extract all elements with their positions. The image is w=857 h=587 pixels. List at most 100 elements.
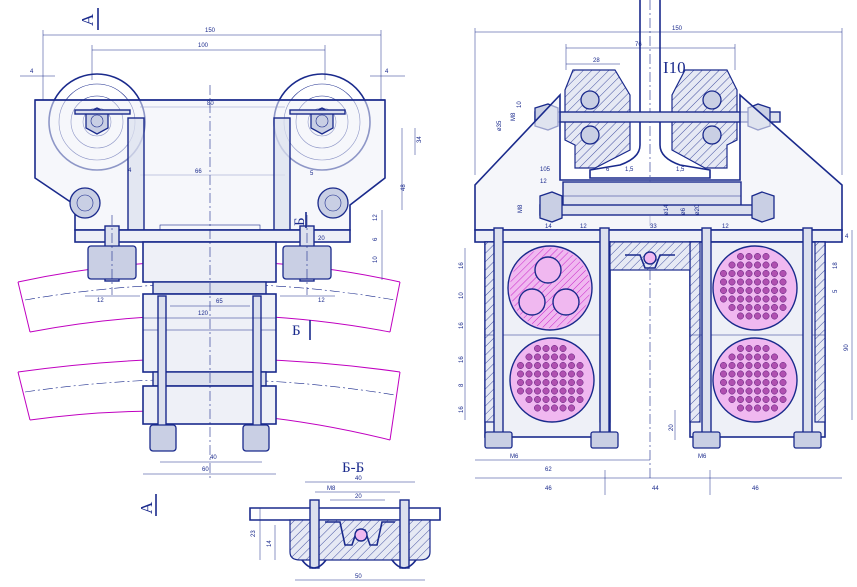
conductor-core <box>762 404 770 412</box>
conductor-core <box>534 387 541 395</box>
conductor-core <box>779 278 787 286</box>
conductor-core <box>551 404 558 412</box>
side-dimension-values: 150 76 28 10 М8 ø35 105 6 1,5 1,5 12 М8 … <box>459 26 850 492</box>
dim-side-15a: 1,5 <box>625 167 634 173</box>
dim-side-d14: ø14 <box>664 204 670 215</box>
conductor-core <box>737 253 744 260</box>
conductor-core <box>559 370 567 378</box>
conductor-core <box>728 396 736 403</box>
dim-side-44: 44 <box>652 486 659 492</box>
conductor-core <box>754 261 761 269</box>
conductor-core <box>525 379 533 386</box>
lower-side-bolts <box>69 187 349 219</box>
view-a-label-bottom: А <box>137 501 156 514</box>
conductor-core <box>771 353 778 361</box>
dim-side-r18: 18 <box>833 262 839 269</box>
dim-section-14: 14 <box>267 540 273 547</box>
conductor-core <box>720 295 727 303</box>
conductor-core <box>762 253 770 260</box>
conductor-core <box>542 379 550 386</box>
conductor-core <box>542 362 550 369</box>
conductor-core <box>534 404 541 412</box>
conductor-core <box>728 362 736 369</box>
dim-side-15b: 1,5 <box>676 167 685 173</box>
conductor-core <box>754 278 761 286</box>
conductor-core <box>551 362 558 369</box>
conductor-core <box>534 362 541 369</box>
wheel-axle-bolts <box>74 107 346 135</box>
conductor-core <box>559 387 567 395</box>
front-side-dimensions <box>85 128 416 475</box>
conductor-core <box>745 362 753 369</box>
conductor-core <box>728 370 736 378</box>
section-b-b: Б-Б 40 М8 20 23 14 50 <box>249 460 441 581</box>
conductor-core <box>771 379 778 386</box>
front-view: А А Б Б 150 100 4 4 80 66 4 5 34 48 12 6… <box>17 8 423 516</box>
conductor-core <box>728 304 736 311</box>
conductor-core <box>576 396 584 403</box>
conductor-core <box>737 304 744 311</box>
front-labels: А А Б Б <box>78 13 308 514</box>
dim-side-l16b: 16 <box>459 322 465 329</box>
conductor-core <box>720 370 727 378</box>
conductor-core <box>754 253 761 260</box>
dim-side-m6a: М6 <box>510 454 519 460</box>
conductor-core <box>534 396 541 403</box>
dim-front-4b: 4 <box>385 69 389 75</box>
section-markers <box>97 8 311 516</box>
conductor-core <box>737 278 744 286</box>
dim-front-150: 150 <box>205 28 216 34</box>
conductor-core <box>779 304 787 311</box>
conductor-core <box>737 312 744 320</box>
conductor-core <box>762 387 770 395</box>
conductor-core <box>542 404 550 412</box>
dim-front-4a: 4 <box>30 69 34 75</box>
dim-side-l10: 10 <box>459 292 465 299</box>
conductor-core <box>576 362 584 369</box>
conductor-core <box>771 312 778 320</box>
conductor-core <box>728 295 736 303</box>
section-b-mark-top: Б <box>292 217 308 226</box>
dim-section-20: 20 <box>355 494 362 500</box>
conductor-core <box>737 287 744 294</box>
conductor-core <box>737 387 744 395</box>
conductor-core <box>534 370 541 378</box>
conductor-core <box>737 353 744 361</box>
dim-side-62: 62 <box>545 467 552 473</box>
dim-side-m6b: М6 <box>698 454 707 460</box>
conductor-core <box>745 396 753 403</box>
dim-side-10: 10 <box>517 101 523 108</box>
conductor-core <box>728 353 736 361</box>
cable-top-left <box>507 245 593 331</box>
conductor-core <box>771 261 778 269</box>
dim-side-14: 14 <box>545 224 552 230</box>
dim-section-23: 23 <box>251 530 257 537</box>
cables <box>507 245 798 423</box>
conductor-core <box>737 261 744 269</box>
dim-side-l16a: 16 <box>459 262 465 269</box>
conductor-core <box>525 387 533 395</box>
side-studs <box>484 227 822 449</box>
conductor-core <box>754 396 761 403</box>
conductor-core <box>728 387 736 395</box>
dim-side-d6: ø6 <box>681 207 687 215</box>
conductor-core <box>762 370 770 378</box>
conductor-core <box>737 404 744 412</box>
dim-front-10r: 10 <box>373 256 379 263</box>
conductor-core <box>559 379 567 386</box>
conductor-core <box>771 304 778 311</box>
conductor-core <box>745 379 753 386</box>
conductor-core <box>754 404 761 412</box>
conductor-core <box>737 295 744 303</box>
conductor-core <box>559 353 567 361</box>
conductor-core <box>568 353 575 361</box>
dim-side-105: 105 <box>540 167 551 173</box>
bearing-housings <box>534 69 781 169</box>
conductor-core <box>771 370 778 378</box>
conductor-core <box>542 396 550 403</box>
conductor-core <box>551 370 558 378</box>
conductor-core <box>517 379 524 386</box>
dim-section-40: 40 <box>355 476 362 482</box>
conductor-core <box>745 253 753 260</box>
conductor-core <box>568 396 575 403</box>
